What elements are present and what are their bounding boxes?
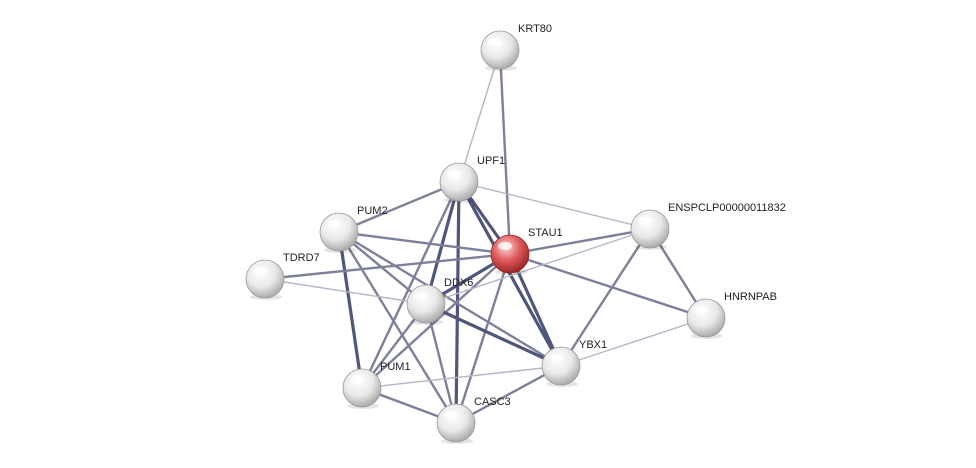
node-label: YBX1 (579, 339, 607, 351)
edge-enspclp00000011832-ddx6[interactable] (425, 228, 651, 305)
edge-ybx1-pum1[interactable] (361, 365, 562, 389)
node-hnrnpab[interactable]: HNRNPAB (686, 291, 777, 339)
sphere-highlight (549, 354, 563, 362)
node-label: ENSPCLP00000011832 (668, 202, 786, 214)
node-label: KRT80 (518, 23, 552, 35)
node-pum2[interactable]: PUM2 (319, 205, 388, 253)
node-ddx6[interactable]: DDX6 (406, 277, 473, 325)
edge-upf1-enspclp00000011832[interactable] (458, 181, 651, 230)
edge-tdrd7-stau1[interactable] (263, 252, 512, 281)
node-tdrd7[interactable]: TDRD7 (245, 252, 320, 300)
query-protein-sphere[interactable] (490, 234, 530, 274)
protein-sphere[interactable] (541, 346, 581, 386)
protein-sphere[interactable] (686, 298, 726, 338)
edge-enspclp00000011832-ybx1[interactable] (559, 227, 652, 368)
protein-sphere[interactable] (480, 30, 520, 70)
sphere-highlight (327, 220, 341, 228)
protein-sphere[interactable] (319, 212, 359, 252)
sphere-highlight (350, 376, 364, 384)
node-label: TDRD7 (283, 252, 320, 264)
edge-stau1-pum1[interactable] (360, 252, 512, 390)
node-label: UPF1 (477, 155, 505, 167)
sphere-highlight (488, 38, 502, 46)
node-upf1[interactable]: UPF1 (439, 155, 505, 203)
protein-sphere[interactable] (406, 284, 446, 324)
sphere-highlight (638, 217, 652, 225)
node-stau1[interactable]: STAU1 (490, 227, 563, 275)
protein-sphere[interactable] (245, 259, 285, 299)
edge-pum2-upf1[interactable] (337, 180, 461, 234)
edge-stau1-enspclp00000011832[interactable] (508, 227, 652, 256)
node-label: PUM1 (380, 361, 411, 373)
protein-sphere[interactable] (436, 403, 476, 443)
node-label: DDX6 (444, 277, 473, 289)
edge-pum2-ybx1[interactable] (337, 230, 563, 368)
sphere-highlight (253, 267, 267, 275)
node-pum1[interactable]: PUM1 (342, 361, 411, 409)
edge-krt80-stau1[interactable] (498, 48, 512, 256)
sphere-highlight (444, 411, 458, 419)
edge-upf1-ybx1[interactable] (457, 180, 563, 368)
node-casc3[interactable]: CASC3 (436, 396, 511, 444)
edges-layer (263, 48, 708, 425)
edge-ddx6-ybx1[interactable] (424, 302, 563, 368)
protein-sphere[interactable] (630, 209, 670, 249)
sphere-highlight (694, 306, 708, 314)
edge-hnrnpab-ybx1[interactable] (560, 317, 707, 367)
sphere-highlight (447, 170, 461, 178)
edge-pum2-casc3[interactable] (337, 230, 458, 425)
edge-stau1-casc3[interactable] (454, 252, 512, 425)
node-label: CASC3 (474, 396, 511, 408)
node-enspclp00000011832[interactable]: ENSPCLP00000011832 (630, 202, 786, 250)
edge-pum2-pum1[interactable] (337, 230, 364, 390)
sphere-highlight (414, 292, 428, 300)
node-label: HNRNPAB (724, 291, 777, 303)
edge-ddx6-casc3[interactable] (424, 302, 458, 425)
edge-pum2-stau1[interactable] (337, 230, 512, 256)
edge-upf1-pum1[interactable] (360, 180, 461, 390)
edge-tdrd7-ddx6[interactable] (264, 278, 427, 305)
node-krt80[interactable]: KRT80 (480, 23, 552, 71)
node-label: PUM2 (357, 205, 388, 217)
edge-stau1-hnrnpab[interactable] (508, 252, 708, 320)
edge-ybx1-casc3[interactable] (454, 364, 563, 425)
edge-upf1-ddx6[interactable] (424, 180, 461, 306)
node-ybx1[interactable]: YBX1 (541, 339, 607, 387)
protein-sphere[interactable] (342, 368, 382, 408)
edge-krt80-upf1[interactable] (458, 49, 501, 183)
node-label: STAU1 (528, 227, 563, 239)
sphere-highlight (498, 242, 512, 250)
protein-sphere[interactable] (439, 162, 479, 202)
